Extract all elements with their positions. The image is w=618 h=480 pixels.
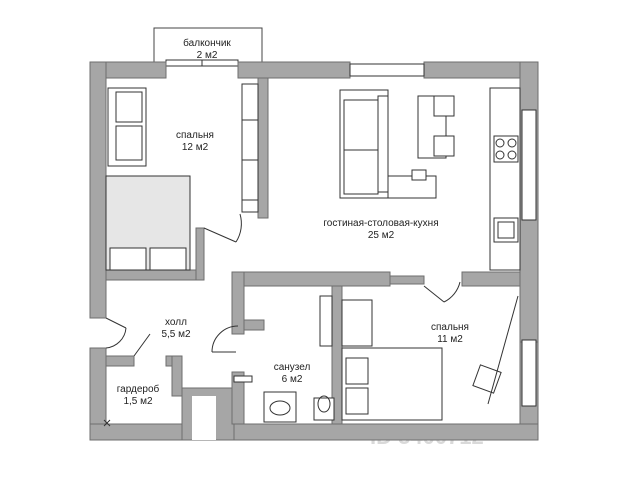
balcony (153, 27, 263, 67)
bedroom1-name: спальня (176, 130, 214, 141)
hall-details (103, 317, 151, 427)
bathroom-area: 6 м2 (282, 374, 303, 385)
walls (89, 61, 539, 441)
hall-area: 5,5 м2 (161, 329, 191, 340)
room-labels: балкончик 2 м2 спальня 12 м2 гостиная-ст… (117, 37, 469, 407)
balcony-area: 2 м2 (197, 50, 218, 61)
living-area: 25 м2 (368, 230, 395, 241)
bedroom2-area: 11 м2 (437, 334, 463, 345)
balcony-name: балкончик (183, 37, 231, 49)
bedroom2-furniture (319, 295, 519, 421)
bathroom-name: санузел (274, 362, 311, 373)
living-furniture (339, 87, 521, 303)
living-name: гостиная-столовая-кухня (323, 218, 438, 229)
bedroom1-furniture (105, 83, 259, 271)
bedroom1-area: 12 м2 (182, 142, 209, 153)
bathroom-fixtures (211, 325, 335, 423)
hall-name: холл (165, 317, 187, 328)
bedroom2-name: спальня (431, 322, 469, 333)
wardrobe-name: гардероб (117, 383, 160, 395)
wardrobe-area: 1,5 м2 (123, 396, 153, 407)
